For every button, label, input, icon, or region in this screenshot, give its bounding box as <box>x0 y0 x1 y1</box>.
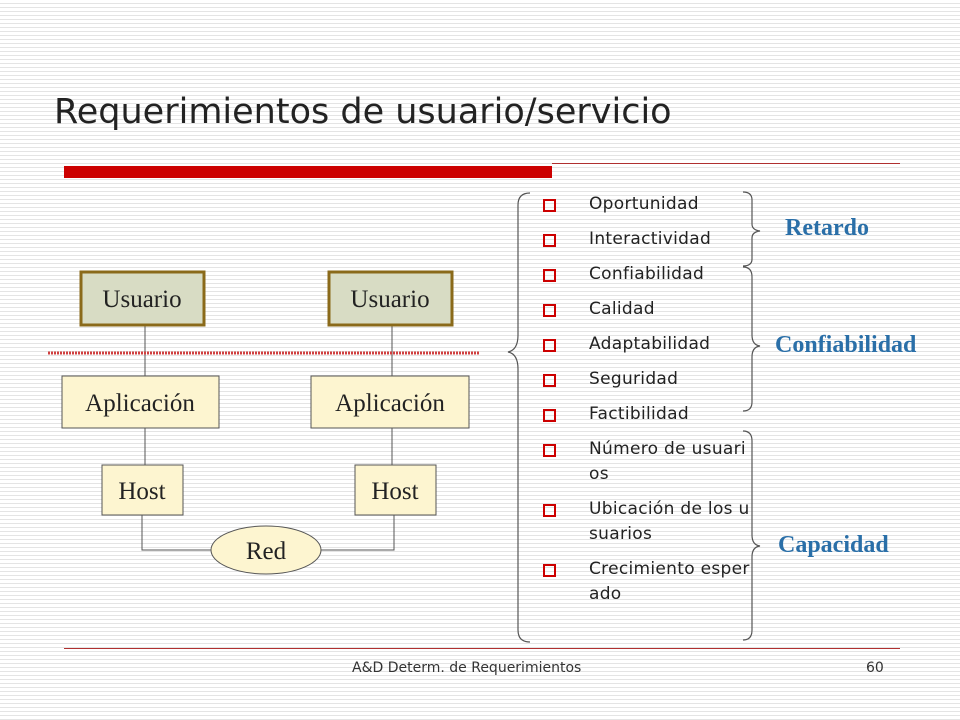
retardo-brace <box>742 191 761 267</box>
app-label-right: Aplicación <box>335 390 445 417</box>
square-bullet-icon <box>543 269 556 282</box>
requirements-list: Oportunidad Interactividad Confiabilidad… <box>540 192 755 617</box>
host-box-right <box>354 464 437 516</box>
footer-text: A&D Determ. de Requerimientos <box>352 660 582 676</box>
square-bullet-icon <box>543 339 556 352</box>
square-bullet-icon <box>543 199 556 212</box>
list-item-text: Interactividad <box>589 229 712 249</box>
list-item-text: Adaptabilidad <box>589 334 711 354</box>
square-bullet-icon <box>543 504 556 517</box>
page-number: 60 <box>866 660 884 676</box>
network-label: Red <box>246 538 287 565</box>
app-box-right <box>310 375 470 429</box>
connector-right-host-network <box>320 515 395 551</box>
group-label-capacidad: Capacidad <box>778 532 889 558</box>
list-item-text: Factibilidad <box>589 404 689 424</box>
confiabilidad-brace <box>742 266 761 412</box>
list-item: Oportunidad <box>540 192 755 217</box>
square-bullet-icon <box>543 374 556 387</box>
list-item: Factibilidad <box>540 402 755 427</box>
list-item: Calidad <box>540 297 755 322</box>
list-item: Adaptabilidad <box>540 332 755 357</box>
list-item: Número de usuarios <box>540 437 755 487</box>
list-item: Crecimiento esperado <box>540 557 755 607</box>
group-label-retardo: Retardo <box>785 215 869 241</box>
user-label-left: Usuario <box>102 286 181 313</box>
list-item-text: Confiabilidad <box>589 264 705 284</box>
user-label-right: Usuario <box>350 286 429 313</box>
list-item-text: Número de usuarios <box>589 439 746 484</box>
app-label-left: Aplicación <box>85 390 195 417</box>
list-item-text: Calidad <box>589 299 655 319</box>
title-divider <box>552 163 900 164</box>
list-item-text: Seguridad <box>589 369 679 389</box>
host-box-left <box>101 464 184 516</box>
slide-title: Requerimientos de usuario/servicio <box>54 92 672 132</box>
list-item-text: Ubicación de los usuarios <box>589 499 750 544</box>
square-bullet-icon <box>543 564 556 577</box>
square-bullet-icon <box>543 444 556 457</box>
group-label-confiabilidad: Confiabilidad <box>775 332 917 358</box>
list-item: Ubicación de los usuarios <box>540 497 755 547</box>
list-item: Interactividad <box>540 227 755 252</box>
capacidad-brace <box>742 430 761 641</box>
user-box-right <box>327 270 454 327</box>
list-item-text: Oportunidad <box>589 194 699 214</box>
list-item: Confiabilidad <box>540 262 755 287</box>
host-label-left: Host <box>118 478 165 505</box>
app-box-left <box>61 375 220 429</box>
network-node <box>210 525 322 575</box>
square-bullet-icon <box>543 234 556 247</box>
host-label-right: Host <box>371 478 418 505</box>
title-accent-bar <box>64 166 552 178</box>
footer-divider <box>64 648 900 649</box>
square-bullet-icon <box>543 409 556 422</box>
requirements-brace <box>507 192 531 643</box>
user-box-left <box>79 270 206 327</box>
list-item-text: Crecimiento esperado <box>589 559 750 604</box>
connector-left-host-network <box>141 515 212 551</box>
square-bullet-icon <box>543 304 556 317</box>
list-item: Seguridad <box>540 367 755 392</box>
